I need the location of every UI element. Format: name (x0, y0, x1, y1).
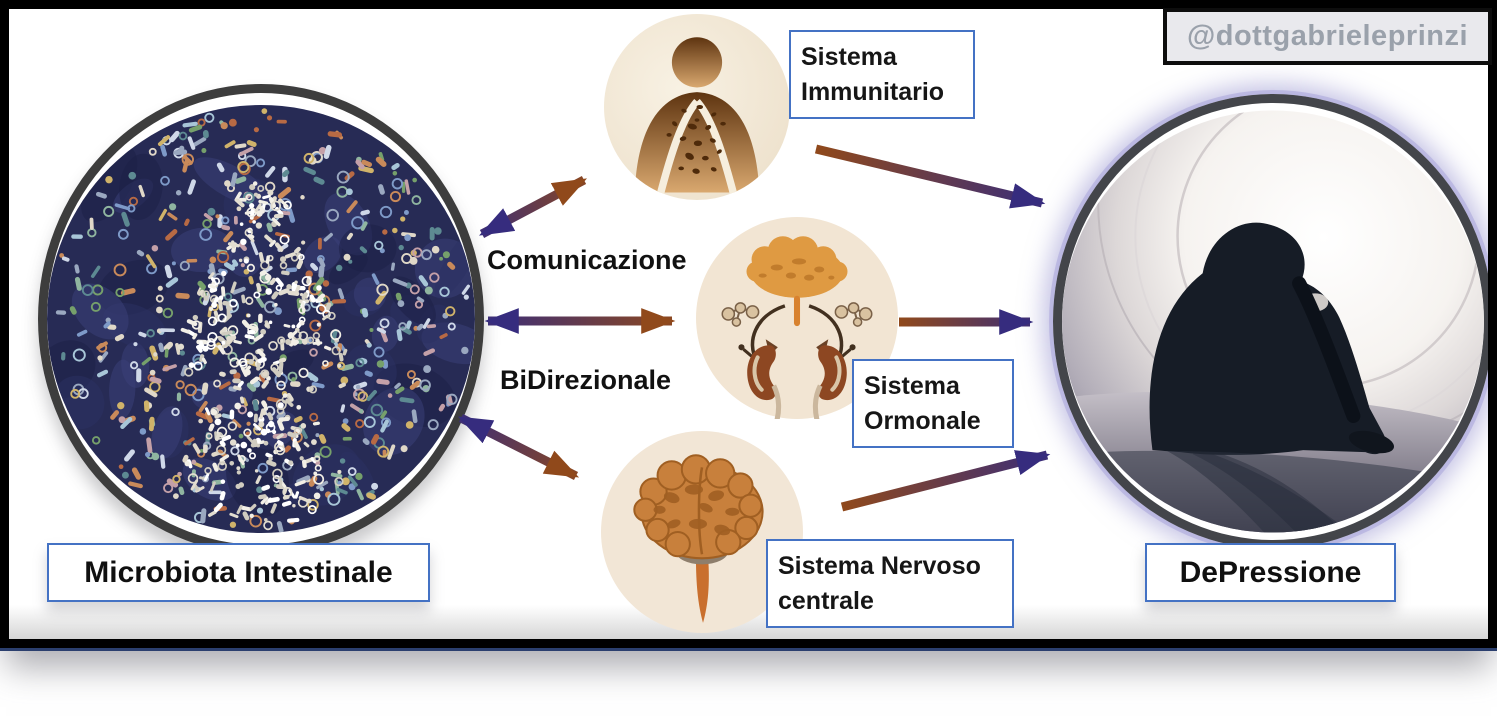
cns-label: Sistema Nervoso centrale (778, 552, 981, 615)
arrow-cns-depression (840, 450, 1051, 512)
hormonal-system-circle (696, 217, 898, 419)
microbiota-label: Microbiota Intestinale (84, 555, 393, 589)
cns-label-box: Sistema Nervoso centrale (766, 539, 1014, 628)
arrow-microbiota-immune (478, 176, 588, 238)
brain-kidneys-hormones-icon (696, 217, 898, 419)
watermark-text: @dottgabrieleprinzi (1186, 20, 1469, 52)
hormonal-system-label-box: Sistema Ormonale (852, 359, 1014, 448)
immune-system-label-box: Sistema Immunitario (789, 30, 975, 119)
microbiota-photo (38, 84, 484, 554)
arrow-immune-depression (814, 144, 1046, 209)
depression-label: DePressione (1179, 555, 1362, 589)
diagram-frame: Microbiota Intestinale (0, 0, 1497, 648)
gut-microbiota-bacteria-image (47, 105, 475, 533)
watermark-box: @dottgabrieleprinzi (1163, 8, 1492, 65)
arrow-microbiota-cns (457, 413, 580, 481)
microbiota-label-box: Microbiota Intestinale (47, 543, 430, 602)
hormonal-system-label: Sistema Ormonale (864, 372, 981, 435)
bidirectional-label: BiDirezionale (500, 365, 672, 395)
immune-system-label: Sistema Immunitario (801, 43, 945, 106)
person-silhouette (1149, 222, 1387, 455)
depression-label-box: DePressione (1145, 543, 1396, 602)
depressed-person-image (1062, 110, 1484, 533)
immune-system-circle (604, 14, 790, 200)
communication-label: Comunicazione (487, 245, 687, 275)
depression-photo (1053, 94, 1493, 549)
cns-circle (601, 431, 803, 633)
immune-system-person-icon (604, 14, 790, 200)
brain-icon (601, 431, 803, 633)
